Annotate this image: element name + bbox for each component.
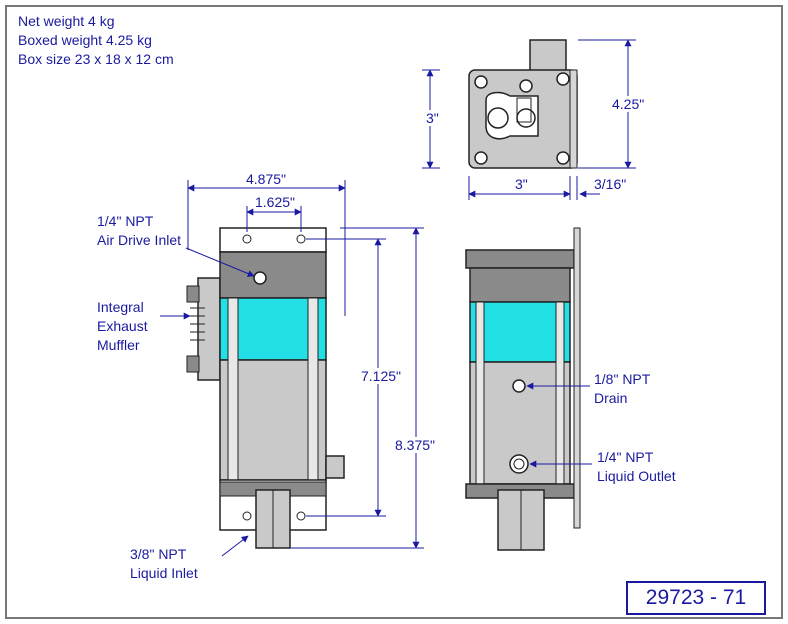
- callout-liquid-inlet: 3/8" NPT Liquid Inlet: [130, 545, 198, 583]
- box-size-text: Box size 23 x 18 x 12 cm: [18, 51, 174, 67]
- dim-top-depth: 4.25": [612, 96, 645, 112]
- callout-liquid-inlet-name: Liquid Inlet: [130, 565, 198, 581]
- side-view: [465, 227, 581, 551]
- callout-liquid-outlet-name: Liquid Outlet: [597, 468, 676, 484]
- callout-exhaust-muffler-line1: Integral: [97, 299, 144, 315]
- part-number: 29723 - 71: [626, 581, 766, 615]
- dim-top-width: 3": [515, 176, 528, 192]
- dim-overall-height: 8.375": [394, 437, 437, 453]
- callout-exhaust-muffler-line2: Exhaust: [97, 318, 148, 334]
- dim-overall-width: 4.875": [246, 171, 287, 187]
- dimension-lines: [187, 39, 636, 549]
- callout-drain-name: Drain: [594, 390, 628, 406]
- callout-air-drive-inlet-size: 1/4" NPT: [97, 213, 154, 229]
- top-view: [468, 39, 578, 169]
- front-view: [186, 227, 345, 549]
- net-weight-text: Net weight 4 kg: [18, 13, 115, 29]
- dim-port-spacing: 1.625": [255, 194, 296, 210]
- callout-leaders: [160, 247, 592, 557]
- page-border: [5, 5, 783, 619]
- callout-exhaust-muffler: Integral Exhaust Muffler: [97, 298, 148, 355]
- boxed-weight-text: Boxed weight 4.25 kg: [18, 32, 152, 48]
- callout-liquid-inlet-size: 3/8" NPT: [130, 546, 187, 562]
- callout-liquid-outlet-size: 1/4" NPT: [597, 449, 654, 465]
- callout-liquid-outlet: 1/4" NPT Liquid Outlet: [597, 448, 676, 486]
- dim-cylinder-height: 7.125": [360, 368, 403, 384]
- callout-air-drive-inlet-name: Air Drive Inlet: [97, 232, 182, 248]
- callout-drain: 1/8" NPT Drain: [594, 370, 650, 408]
- dim-top-height: 3": [426, 110, 439, 126]
- callout-air-drive-inlet: 1/4" NPT Air Drive Inlet: [97, 212, 181, 250]
- dim-bracket-thickness: 3/16": [594, 176, 627, 192]
- callout-drain-size: 1/8" NPT: [594, 371, 651, 387]
- callout-exhaust-muffler-line3: Muffler: [97, 337, 140, 353]
